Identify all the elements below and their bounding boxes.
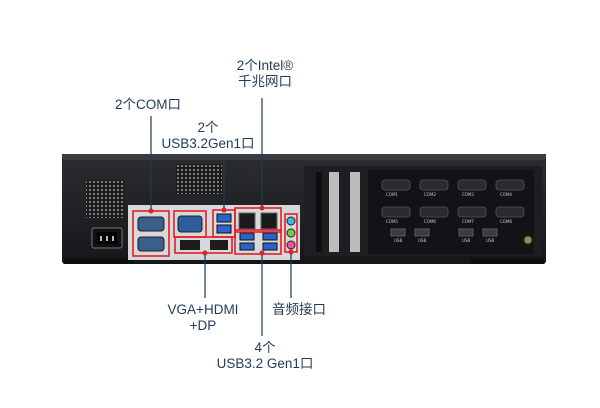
- expansion-com-ports: [381, 179, 525, 218]
- callout-usb-bottom-line2: USB3.2 Gen1口: [216, 356, 314, 371]
- com-label-4: COM4: [500, 192, 512, 197]
- com-ports: [137, 216, 165, 252]
- com-label-3: COM3: [462, 192, 474, 197]
- vga-port: [177, 215, 203, 233]
- dp-port: [210, 240, 228, 250]
- callout-video-line2: +DP: [189, 318, 217, 333]
- usb-bottom-ports: [239, 232, 278, 251]
- power-inlet: [91, 227, 123, 249]
- callout-intel-line1: 2个Intel®: [236, 58, 294, 73]
- callout-video: VGA+HDMI +DP: [160, 302, 246, 334]
- callout-audio: 音频接口: [264, 302, 334, 318]
- com-label-6: COM6: [424, 219, 436, 224]
- com-label-1: COM1: [386, 192, 398, 197]
- callout-audio-text: 音频接口: [272, 302, 326, 317]
- callout-usb-top-line1: 2个: [197, 120, 219, 135]
- usb-label-2: USB: [418, 238, 427, 243]
- ground-screw: [523, 235, 533, 245]
- callout-com: 2个COM口: [102, 97, 194, 113]
- usb-label-4: USB: [486, 238, 495, 243]
- fan-vent-left: [86, 180, 124, 218]
- com-label-7: COM7: [462, 219, 474, 224]
- callout-usb-bottom-line1: 4个: [254, 340, 276, 355]
- callout-intel-line2: 千兆网口: [238, 74, 292, 89]
- lan-ports: [238, 212, 278, 230]
- callout-intel-lan: 2个Intel® 千兆网口: [222, 58, 308, 90]
- com-label-8: COM8: [500, 219, 512, 224]
- callout-usb-top: 2个 USB3.2Gen1口: [160, 120, 256, 152]
- com-label-5: COM5: [386, 219, 398, 224]
- callout-usb-top-line2: USB3.2Gen1口: [161, 136, 255, 151]
- callout-com-text: 2个COM口: [114, 97, 181, 112]
- com-label-2: COM2: [424, 192, 436, 197]
- expansion-usb-ports: [390, 228, 498, 237]
- highlight-dots: [148, 205, 294, 256]
- hdmi-port: [180, 240, 200, 250]
- pointer-lines: [150, 98, 292, 336]
- audio-jacks: [286, 216, 296, 250]
- callout-video-line1: VGA+HDMI: [167, 302, 239, 317]
- usb-label-3: USB: [462, 238, 471, 243]
- callout-usb-bottom: 4个 USB3.2 Gen1口: [200, 340, 330, 372]
- usb-top-ports: [216, 213, 232, 234]
- fan-vent-top: [176, 164, 222, 194]
- usb-label-1: USB: [394, 238, 403, 243]
